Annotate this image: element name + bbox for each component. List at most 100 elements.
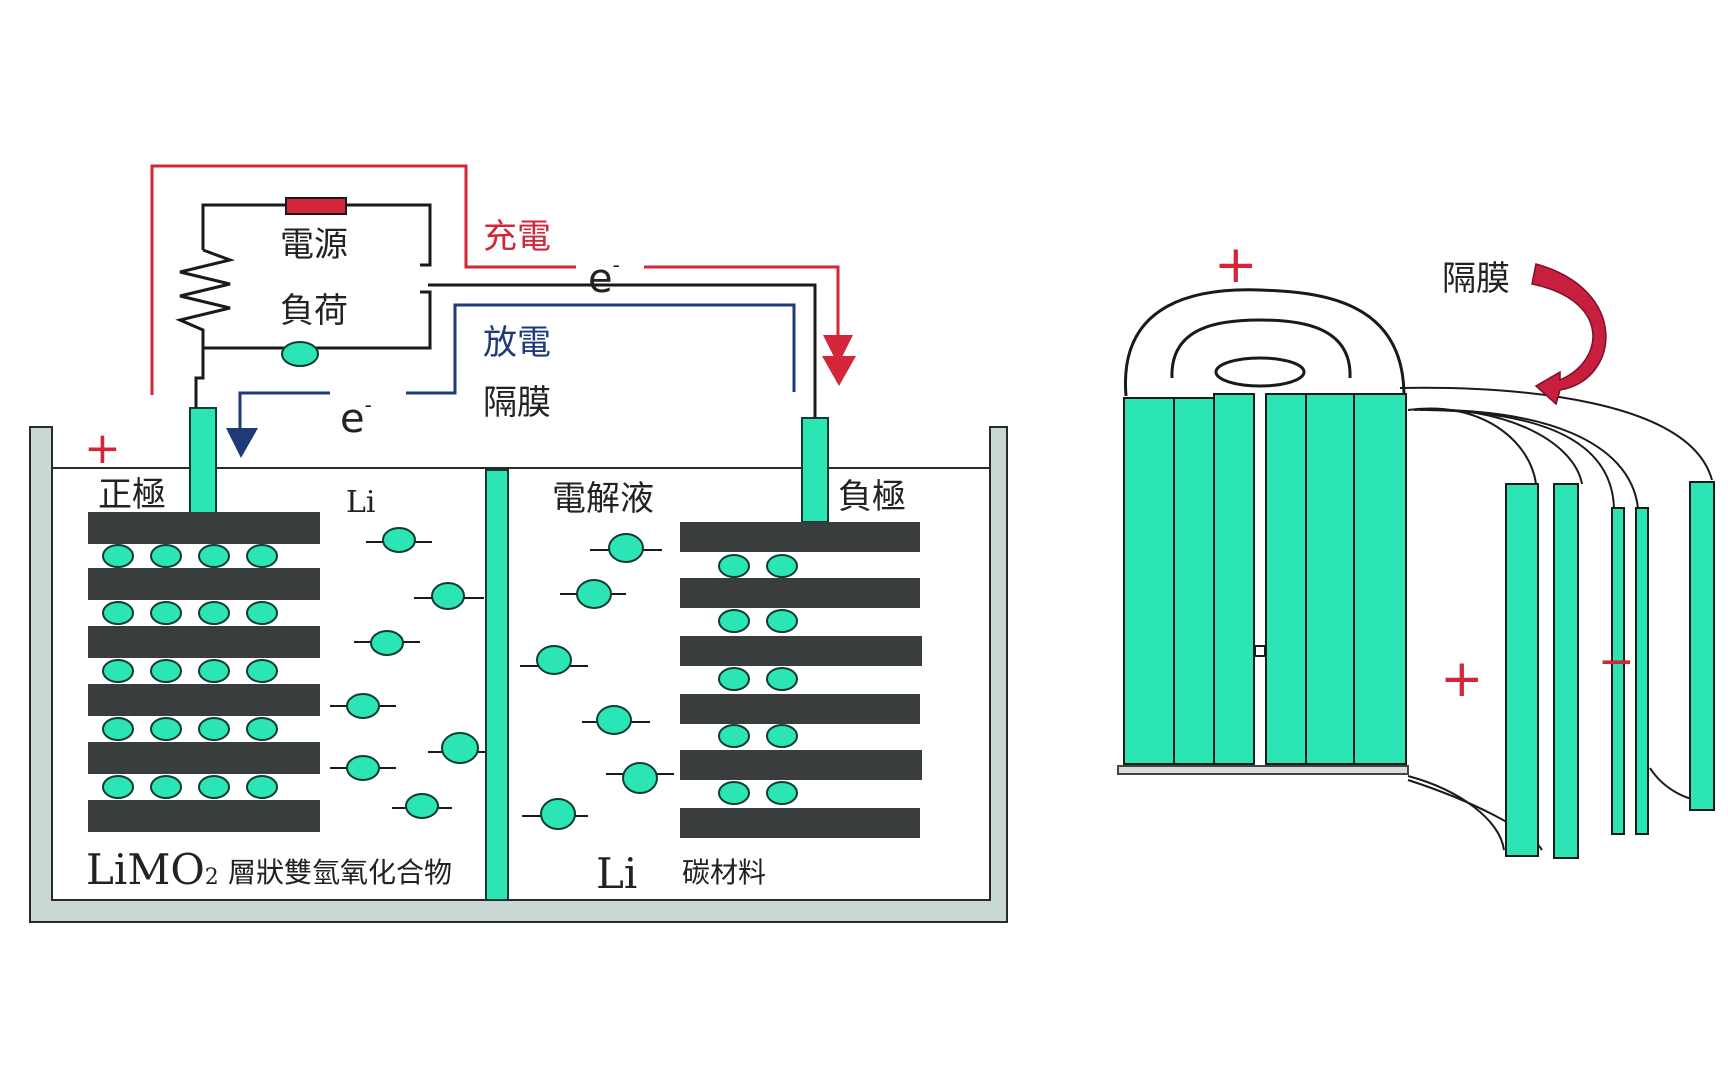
li-ion <box>102 544 134 568</box>
li-ion <box>766 781 798 805</box>
cathode-ions <box>102 544 278 799</box>
anode-ions <box>718 554 798 805</box>
li-label-top: Li <box>346 485 376 520</box>
roll-strip <box>1123 397 1175 765</box>
li-ion <box>441 732 479 764</box>
side-sheet <box>1505 483 1539 857</box>
li-ion <box>346 755 380 781</box>
li-ion <box>150 601 182 625</box>
li-ion <box>198 775 230 799</box>
load-ion-icon <box>281 341 319 367</box>
li-ion <box>150 717 182 741</box>
load-label: 負荷 <box>280 291 348 331</box>
li-ion <box>405 793 439 819</box>
side-sheet <box>1553 483 1579 859</box>
li-ion <box>766 667 798 691</box>
li-ion <box>198 717 230 741</box>
cathode-plate <box>88 684 320 716</box>
roll-strip <box>1213 393 1255 765</box>
li-ion <box>246 717 278 741</box>
li-ion <box>150 775 182 799</box>
discharge-arrow-icon <box>226 428 258 458</box>
li-ion <box>198 659 230 683</box>
li-ion <box>246 775 278 799</box>
li-ion <box>718 609 750 633</box>
li-ion <box>382 527 416 553</box>
li-ion <box>622 762 658 794</box>
li-ion <box>198 544 230 568</box>
li-ion <box>246 544 278 568</box>
separator-label: 隔膜 <box>483 383 551 423</box>
li-ion <box>718 667 750 691</box>
electron-label-discharge: e- <box>340 393 372 442</box>
roll-strip <box>1353 393 1407 765</box>
roll-plus-top: + <box>1214 235 1258 295</box>
cathode-plate <box>88 626 320 658</box>
cathode-plates <box>88 512 320 832</box>
carbon-label: 碳材料 <box>682 856 766 889</box>
li-ion <box>766 554 798 578</box>
charge-path <box>150 164 853 395</box>
power-source-label: 電源 <box>280 225 348 265</box>
li-ion <box>576 579 612 609</box>
charge-arrow-icon <box>822 356 856 386</box>
li-ion <box>102 601 134 625</box>
li-ion <box>431 582 465 610</box>
limo2-label: LiMO2 <box>86 845 219 894</box>
anode-plates <box>680 522 922 838</box>
discharge-path <box>238 303 796 428</box>
separator-membrane <box>485 469 509 901</box>
cathode-label: 正極 <box>98 475 166 515</box>
cell-plus-sign: + <box>84 423 121 474</box>
anode-plate <box>680 522 920 552</box>
li-ion <box>346 693 380 719</box>
electrolyte-ions <box>330 527 674 830</box>
discharge-label: 放電 <box>483 323 551 363</box>
cathode-plate <box>88 742 320 774</box>
roll-separator-label: 隔膜 <box>1442 259 1510 299</box>
li-ion <box>102 659 134 683</box>
anode-terminal <box>801 417 829 523</box>
li-ion <box>246 659 278 683</box>
li-ion <box>540 798 576 830</box>
li-ion <box>102 775 134 799</box>
anode-plate <box>680 750 922 780</box>
roll-strip <box>1305 393 1355 765</box>
li-ion <box>596 705 632 735</box>
roll-center-tab <box>1254 645 1266 657</box>
li-ion <box>150 659 182 683</box>
roll-minus-side: − <box>1598 636 1635 687</box>
li-ion <box>246 601 278 625</box>
li-ion <box>370 630 404 656</box>
li-ion <box>718 724 750 748</box>
rolled-cell-diagram: 隔膜 + + − <box>1117 235 1715 859</box>
side-sheet <box>1689 481 1715 811</box>
roll-strip <box>1173 397 1215 765</box>
li-ion <box>150 544 182 568</box>
power-source-icon <box>285 197 347 215</box>
limo2-description: 層狀雙氫氧化合物 <box>228 856 452 889</box>
electron-label-charge: e- <box>588 253 620 302</box>
electrolyte-label: 電解液 <box>552 479 654 519</box>
li-ion <box>766 609 798 633</box>
cathode-plate <box>88 568 320 600</box>
cathode-terminal <box>189 407 217 515</box>
separator-arrow-icon <box>1531 263 1607 406</box>
anode-plate <box>680 578 920 608</box>
charge-label: 充電 <box>483 217 551 257</box>
anode-plate <box>680 808 920 838</box>
li-ion <box>198 601 230 625</box>
li-label-bottom: Li <box>596 849 637 898</box>
cell-diagram: 電源 負荷 充電 放電 隔膜 e- e- + 正極 負極 電解液 Li Li L… <box>29 164 1008 923</box>
li-ion <box>102 717 134 741</box>
side-sheet <box>1611 507 1625 835</box>
li-ion <box>766 724 798 748</box>
cathode-plate <box>88 800 320 832</box>
anode-plate <box>680 636 922 666</box>
roll-base <box>1117 765 1409 775</box>
anode-plate <box>680 694 920 724</box>
li-ion <box>536 645 572 675</box>
resistor-icon <box>175 248 236 350</box>
roll-strip <box>1265 393 1307 765</box>
